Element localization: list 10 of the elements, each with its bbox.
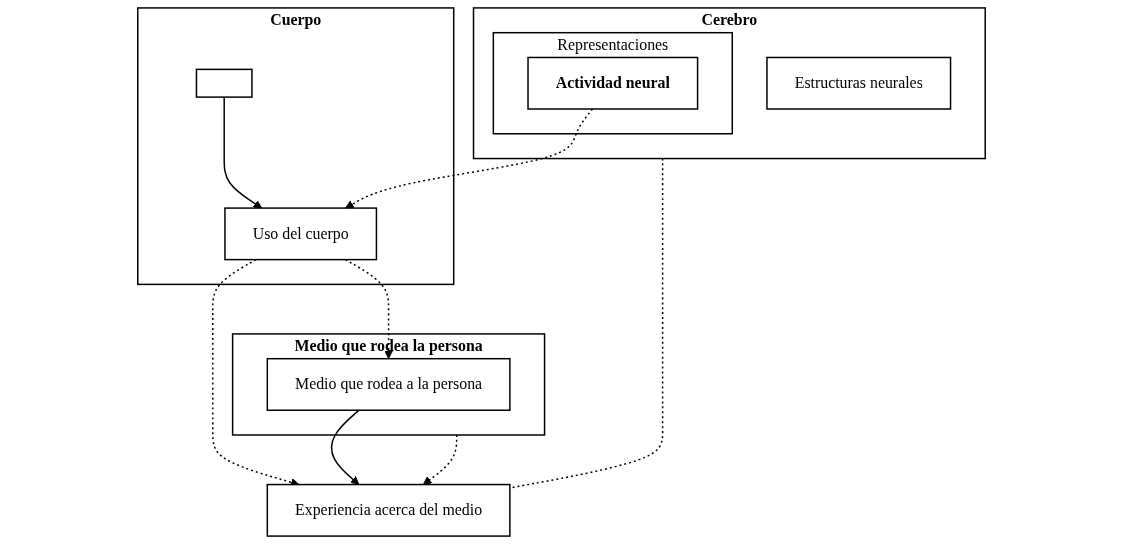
node-box: Uso del cuerpo — [224, 207, 378, 261]
node-box: Actividad neural — [527, 56, 699, 110]
arrow — [344, 258, 393, 360]
arrow — [422, 434, 458, 485]
node-box: Experiencia acerca del medio — [266, 483, 511, 537]
node-box: Estructuras neurales — [766, 56, 952, 110]
arrow — [223, 96, 263, 209]
node-box: Medio que rodea a la persona — [266, 357, 511, 411]
node-box — [195, 68, 253, 98]
arrow — [330, 409, 360, 485]
